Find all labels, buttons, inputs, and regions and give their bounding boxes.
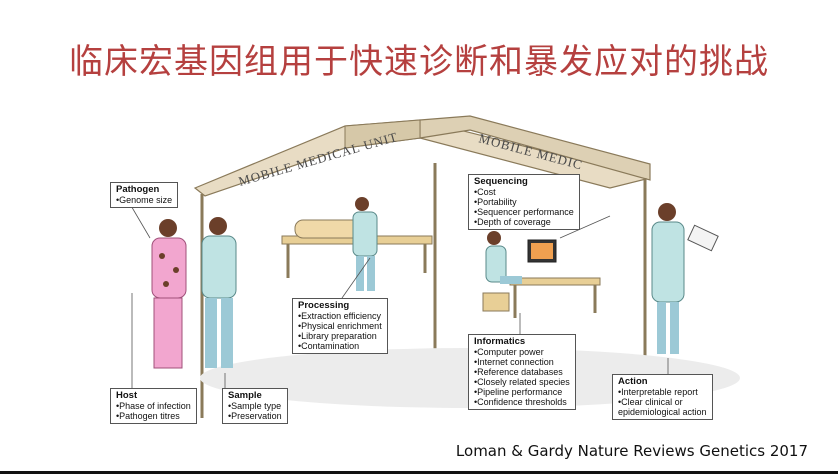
label-pathogen-heading: Pathogen (116, 184, 160, 195)
label-sample: Sample Sample type Preservation (222, 388, 288, 424)
informatics-desk-top (509, 277, 601, 286)
slide-title: 临床宏基因组用于快速诊断和暴发应对的挑战 (69, 42, 769, 82)
tent-roof-center (344, 119, 421, 149)
connector-processing (341, 257, 371, 299)
citation: Loman & Gardy Nature Reviews Genetics 20… (455, 442, 808, 460)
label-item: Sequencer performance (474, 207, 574, 217)
label-informatics-heading: Informatics (474, 336, 526, 347)
label-processing-heading: Processing (298, 300, 350, 311)
label-item: Pathogen titres (116, 411, 191, 421)
label-item: Extraction efficiency (298, 311, 382, 321)
patient-lesion (159, 253, 165, 259)
label-item: Sample type (228, 401, 282, 411)
label-item: Preservation (228, 411, 282, 421)
label-host-heading: Host (116, 390, 138, 401)
doctor-leg (670, 302, 679, 354)
label-item: Depth of coverage (474, 217, 574, 227)
patient-head (159, 219, 177, 237)
nurse-leg (221, 298, 233, 368)
doctor-leg (657, 302, 666, 354)
clipboard (687, 224, 719, 252)
label-sample-heading: Sample (228, 390, 262, 401)
label-sequencing-heading: Sequencing (474, 176, 528, 187)
label-item: Library preparation (298, 331, 382, 341)
doctor-head (658, 203, 676, 221)
label-item: Confidence thresholds (474, 397, 570, 407)
technician-leg (356, 256, 364, 291)
label-item: Interpretable report (618, 387, 707, 397)
analyst-coat (485, 245, 507, 283)
technician-coat (352, 211, 378, 257)
connector-sequencing (559, 215, 611, 239)
bottom-rule (0, 471, 838, 474)
label-sequencing: Sequencing Cost Portability Sequencer pe… (468, 174, 580, 230)
technician-leg (367, 256, 375, 291)
label-pathogen: Pathogen Genome size (110, 182, 179, 208)
label-item: Portability (474, 197, 574, 207)
label-item: Pipeline performance (474, 387, 570, 397)
patient-trousers (153, 297, 183, 369)
label-item: Computer power (474, 347, 570, 357)
doctor-coat (651, 221, 685, 303)
connector-pathogen (129, 203, 151, 239)
label-item: Contamination (298, 341, 382, 351)
analyst-legs (500, 276, 522, 284)
nurse-head (209, 217, 227, 235)
label-action: Action Interpretable report Clear clinic… (612, 374, 713, 420)
stool (482, 292, 510, 312)
label-item: Reference databases (474, 367, 570, 377)
label-item: Phase of infection (116, 401, 191, 411)
illustration: MOBILE MEDICAL UNIT MOBILE MEDIC (129, 115, 740, 418)
nurse-coat (201, 235, 237, 299)
label-item: Cost (474, 187, 574, 197)
label-item: Physical enrichment (298, 321, 382, 331)
patient-lesion (163, 281, 169, 287)
patient-lesion (173, 267, 179, 273)
label-processing: Processing Extraction efficiency Physica… (292, 298, 388, 354)
technician-head (355, 197, 369, 211)
label-item: Clear clinical or (618, 397, 707, 407)
patient-dress (151, 237, 187, 299)
label-informatics: Informatics Computer power Internet conn… (468, 334, 576, 410)
label-action-heading: Action (618, 376, 648, 387)
computer-screen (531, 243, 553, 259)
analyst-head (487, 231, 501, 245)
label-item: Internet connection (474, 357, 570, 367)
medical-unit-figure: MOBILE MEDICAL UNIT MOBILE MEDIC Pathoge… (90, 108, 750, 426)
label-item: Closely related species (474, 377, 570, 387)
nurse-leg (205, 298, 217, 368)
label-item: Genome size (116, 195, 172, 205)
label-host: Host Phase of infection Pathogen titres (110, 388, 197, 424)
label-item-continued: epidemiological action (618, 407, 707, 417)
